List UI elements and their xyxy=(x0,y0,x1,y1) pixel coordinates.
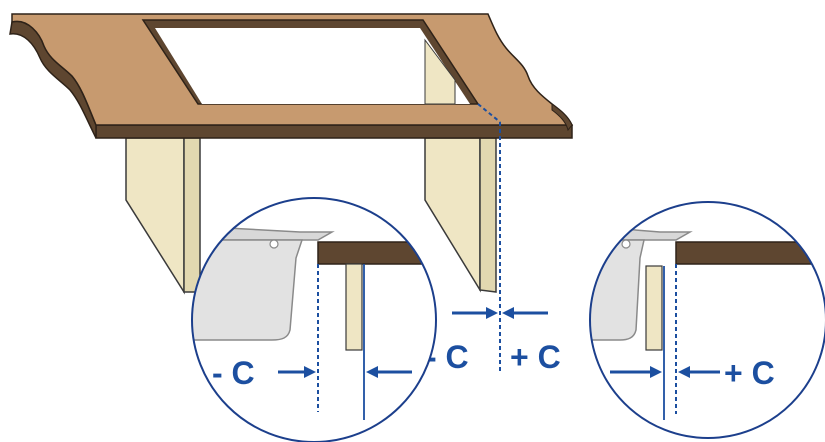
cabinet-panel-section-right xyxy=(645,265,663,351)
countertop xyxy=(9,13,574,139)
cabinet-panel-section-left xyxy=(345,263,363,351)
sink-clip-hole-right xyxy=(621,239,631,249)
cabinet-panel-right-front xyxy=(424,137,481,293)
center-arrow-right-head xyxy=(502,307,514,319)
sink-bowl-left xyxy=(192,239,304,341)
detail-circle-minus-c: - C xyxy=(191,197,437,442)
plus-c-right-label: + C xyxy=(724,355,775,391)
detail-circle-left-border xyxy=(191,197,437,442)
sink-cutout xyxy=(141,19,480,105)
right-arrow-in-head xyxy=(650,366,662,378)
plus-c-center-label: + C xyxy=(510,339,561,375)
countertop-right-broken-edge xyxy=(551,102,573,132)
center-dashed-reference-line xyxy=(477,103,501,123)
detail-circle-plus-c: + C xyxy=(589,201,825,439)
center-dimension: - C + C xyxy=(426,103,561,375)
sink-clip-hole-left xyxy=(269,239,279,249)
detail-circle-right-border xyxy=(589,201,825,439)
left-arrow-out-head xyxy=(366,366,378,378)
countertop-section-left xyxy=(317,241,436,265)
left-arrow-in-head xyxy=(304,366,316,378)
countertop-section-right xyxy=(675,241,825,265)
cabinet-panel-left-front xyxy=(125,137,185,295)
minus-c-left-label: - C xyxy=(212,355,255,391)
cabinet-panel-right-side xyxy=(479,137,497,293)
cutout-back-panel-visible xyxy=(424,38,456,105)
right-arrow-out-head xyxy=(678,366,690,378)
cabinet-panel-left-side xyxy=(183,137,201,293)
center-arrow-left-head xyxy=(486,307,498,319)
